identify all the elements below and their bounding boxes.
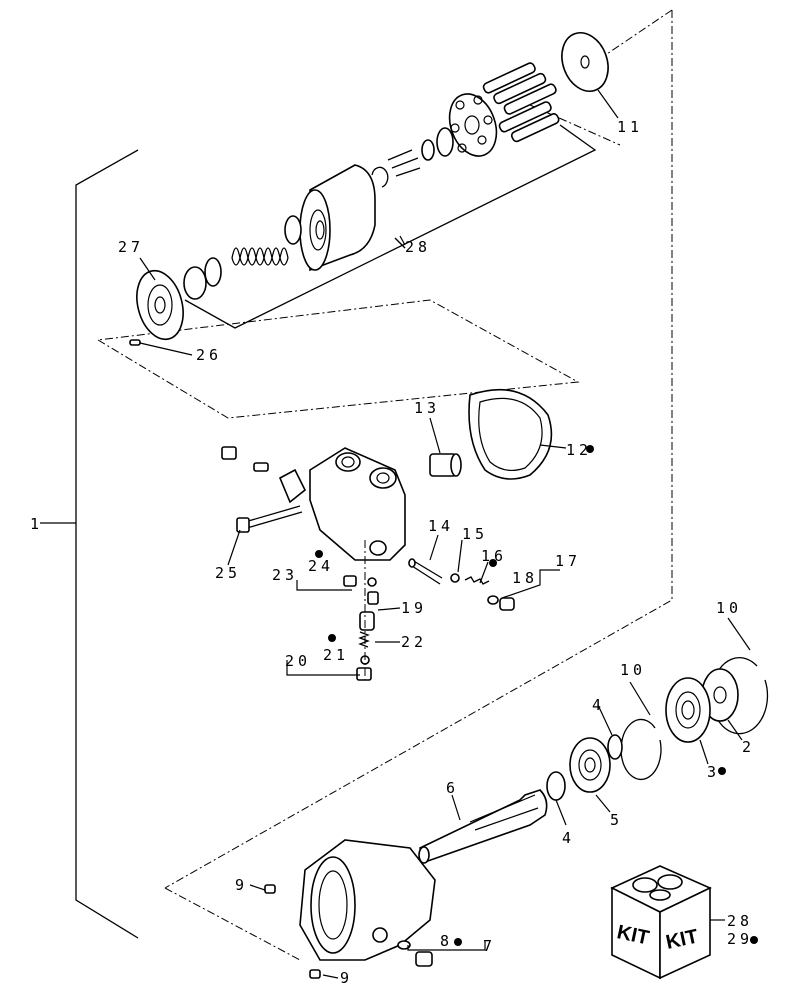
label-5: 5 bbox=[610, 811, 623, 829]
shaft-seal-3 bbox=[665, 677, 711, 743]
label-10-lower: 10 bbox=[620, 661, 646, 679]
label-10-upper: 10 bbox=[716, 599, 742, 617]
label-6: 6 bbox=[446, 779, 459, 797]
label-1: 1 bbox=[30, 515, 43, 533]
shaft-6 bbox=[418, 789, 548, 864]
label-16: 16 bbox=[481, 547, 507, 565]
label-14: 14 bbox=[428, 517, 454, 535]
spring bbox=[231, 247, 289, 266]
port-block bbox=[309, 447, 406, 561]
plug-top-left bbox=[221, 446, 269, 472]
label-17: 17 bbox=[555, 552, 581, 570]
label-8: 8 bbox=[440, 932, 453, 950]
boundary-lines bbox=[97, 9, 673, 961]
washer-small bbox=[284, 215, 302, 245]
ring-4-upper bbox=[607, 734, 623, 760]
retainer-plate bbox=[448, 93, 498, 157]
label-22: 22 bbox=[401, 633, 427, 651]
label-27: 27 bbox=[118, 238, 144, 256]
spool-14 bbox=[408, 558, 443, 585]
parts-15-18 bbox=[450, 573, 515, 611]
label-3: 3 bbox=[707, 763, 720, 781]
label-11: 11 bbox=[617, 118, 643, 136]
label-20: 20 bbox=[285, 652, 311, 670]
snap-ring-10-lower bbox=[620, 718, 662, 781]
label-25: 25 bbox=[215, 564, 241, 582]
label-28-kit: 28 bbox=[727, 912, 753, 930]
label-9-upper: 9 bbox=[235, 876, 248, 894]
kit-box-icon: KIT KIT bbox=[610, 865, 712, 980]
seal-rings bbox=[183, 257, 222, 300]
label-18: 18 bbox=[512, 569, 538, 587]
plug-7-8 bbox=[397, 940, 433, 967]
bolt-25 bbox=[236, 505, 303, 533]
lower-valve-parts bbox=[343, 540, 379, 681]
part-labels: 1 2 3 4 4 5 6 7 8 9 9 10 10 11 12 13 14 … bbox=[30, 118, 755, 987]
leader-lines bbox=[139, 89, 751, 979]
ring-4-lower bbox=[546, 771, 566, 801]
label-4-lower: 4 bbox=[562, 829, 575, 847]
bearing-5 bbox=[569, 737, 611, 793]
spherical-washers bbox=[421, 127, 454, 161]
label-19: 19 bbox=[401, 599, 427, 617]
label-7: 7 bbox=[483, 937, 496, 955]
label-21: 21 bbox=[323, 646, 349, 664]
housing bbox=[299, 839, 436, 961]
label-26: 26 bbox=[196, 346, 222, 364]
label-15: 15 bbox=[462, 525, 488, 543]
bearing-13 bbox=[429, 453, 462, 477]
pin-26 bbox=[129, 339, 141, 346]
valve-plate-27 bbox=[136, 269, 184, 341]
label-2: 2 bbox=[742, 738, 755, 756]
cylinder-block bbox=[299, 164, 376, 272]
bolts-9 bbox=[264, 884, 321, 979]
label-24: 24 bbox=[308, 557, 334, 575]
kit-dots bbox=[315, 445, 758, 946]
label-4-upper: 4 bbox=[592, 696, 605, 714]
pistons bbox=[482, 62, 560, 143]
label-12: 12 bbox=[566, 441, 592, 459]
pins bbox=[387, 149, 421, 177]
cover-plate bbox=[278, 468, 307, 504]
washer-11 bbox=[561, 32, 609, 92]
label-9-lower: 9 bbox=[340, 969, 353, 987]
assembly-bracket bbox=[40, 149, 139, 939]
snap-ring-small bbox=[371, 166, 389, 188]
label-13: 13 bbox=[414, 399, 440, 417]
label-28-upper: 28 bbox=[405, 238, 431, 256]
gasket-12 bbox=[468, 388, 553, 480]
label-29: 29 bbox=[727, 930, 753, 948]
kit-28-outline bbox=[184, 124, 597, 329]
label-23: 23 bbox=[272, 566, 298, 584]
